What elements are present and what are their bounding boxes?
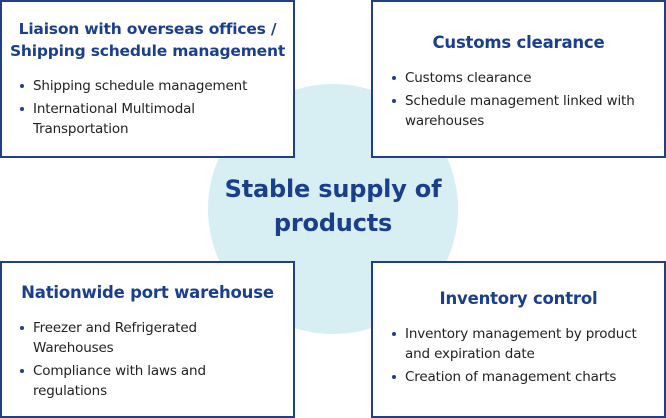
list-item-line1: International Multimodal <box>33 101 195 117</box>
bullet-icon <box>20 84 24 88</box>
list-item: Freezer and Refrigerated Warehouses <box>19 318 293 358</box>
bullet-icon <box>392 99 396 103</box>
list-item-line1: Shipping schedule management <box>33 78 248 94</box>
card-port-warehouse: Nationwide port warehouse Freezer and Re… <box>0 261 295 418</box>
list-item-line2: and expiration date <box>405 346 535 362</box>
center-label-line1: Stable supply of <box>224 175 442 203</box>
list-item: International Multimodal Transportation <box>19 99 293 139</box>
card-list: Customs clearance Schedule management li… <box>391 68 664 131</box>
card-list: Freezer and Refrigerated Warehouses Comp… <box>19 318 293 401</box>
list-item-line2: Transportation <box>33 121 129 137</box>
bullet-icon <box>20 107 24 111</box>
card-title-line1: Liaison with overseas offices / <box>18 20 277 38</box>
center-label-line2: products <box>273 209 393 237</box>
list-item-line2: regulations <box>33 383 107 399</box>
list-item: Compliance with laws and regulations <box>19 361 293 401</box>
bullet-icon <box>20 326 24 330</box>
list-item: Inventory management by product and expi… <box>391 324 664 364</box>
bullet-icon <box>392 332 396 336</box>
bullet-icon <box>392 76 396 80</box>
card-title: Nationwide port warehouse <box>21 283 274 302</box>
list-item-line2: Warehouses <box>33 340 114 356</box>
list-item-line1: Inventory management by product <box>405 326 637 342</box>
list-item: Schedule management linked with warehous… <box>391 91 664 131</box>
list-item: Shipping schedule management <box>19 76 293 96</box>
list-item-line2: warehouses <box>405 113 485 129</box>
card-title: Customs clearance <box>432 33 605 52</box>
bullet-icon <box>392 375 396 379</box>
center-label: Stable supply of products <box>208 172 458 240</box>
list-item-line1: Creation of management charts <box>405 369 617 385</box>
list-item-line1: Freezer and Refrigerated <box>33 320 197 336</box>
card-title: Inventory control <box>439 289 598 308</box>
card-list: Shipping schedule management Internation… <box>19 76 293 139</box>
list-item: Customs clearance <box>391 68 664 88</box>
list-item-line1: Compliance with laws and <box>33 363 206 379</box>
card-list: Inventory management by product and expi… <box>391 324 664 387</box>
card-customs-clearance: Customs clearance Customs clearance Sche… <box>371 0 666 158</box>
card-title: Liaison with overseas offices / Shipping… <box>2 18 293 62</box>
card-inventory-control: Inventory control Inventory management b… <box>371 261 666 418</box>
card-title-line2: Shipping schedule management <box>9 42 286 60</box>
list-item: Creation of management charts <box>391 367 664 387</box>
list-item-line1: Customs clearance <box>405 70 532 86</box>
bullet-icon <box>20 369 24 373</box>
card-overseas-liaison: Liaison with overseas offices / Shipping… <box>0 0 295 158</box>
list-item-line1: Schedule management linked with <box>405 93 635 109</box>
